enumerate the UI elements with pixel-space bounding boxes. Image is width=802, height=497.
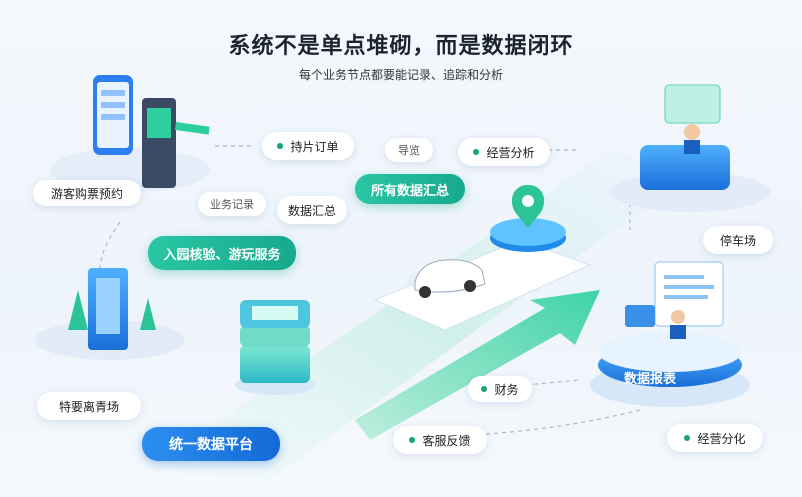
node-finance: 财务	[468, 376, 532, 402]
node-label: 数据报表	[623, 371, 676, 387]
node-entry-service: 入园核验、游玩服务	[148, 236, 296, 270]
flow-arrow-icon	[355, 290, 600, 440]
node-label: 数据汇总	[287, 203, 336, 218]
node-unified-platform: 统一数据平台	[142, 427, 280, 461]
node-label: 统一数据平台	[169, 437, 253, 453]
node-label: 导览	[398, 144, 420, 157]
node-label: 游客购票预约	[50, 186, 123, 201]
status-dot	[409, 437, 416, 443]
node-tourist-booking: 游客购票预约	[33, 180, 141, 206]
node-label: 入园核验、游玩服务	[163, 247, 281, 263]
server-stack-illustration	[235, 300, 315, 395]
node-label: 经营分析	[486, 145, 535, 160]
car-platform-illustration	[373, 185, 592, 331]
service-desk-illustration	[610, 84, 770, 212]
node-business-record: 业务记录	[198, 192, 266, 216]
node-label: 业务记录	[210, 198, 254, 211]
node-customer-feedback: 客服反馈	[393, 426, 487, 454]
node-parking: 停车场	[703, 226, 773, 254]
page-subtitle: 每个业务节点都要能记录、追踪和分析	[298, 68, 503, 82]
status-dot	[481, 386, 488, 392]
data-report-illustration	[590, 261, 750, 407]
node-data-summary: 数据汇总	[277, 196, 347, 224]
status-dot	[684, 435, 691, 441]
node-label: 所有数据汇总	[370, 183, 449, 199]
phone-gate-illustration	[50, 75, 210, 192]
node-label: 客服反馈	[422, 433, 471, 448]
node-data-report: 数据报表	[612, 366, 688, 388]
node-label: 持⽚订单	[290, 139, 339, 154]
node-label: 经营分化	[697, 431, 746, 446]
entry-gate-illustration	[35, 268, 185, 360]
node-label: 特要离青场	[58, 399, 119, 414]
node-label: 财务	[494, 382, 519, 397]
node-business-analysis-bottom: 经营分化	[667, 424, 763, 452]
node-ticket-order: 持⽚订单	[262, 132, 354, 160]
node-label: 停车场	[719, 233, 756, 248]
status-dot	[473, 149, 480, 155]
status-dot	[277, 143, 284, 149]
node-business-analysis-top: 经营分析	[458, 138, 550, 166]
node-guide: 导览	[385, 138, 433, 162]
page-title: 系统不是单点堆砌，而是数据闭环	[228, 34, 574, 59]
node-special-venue: 特要离青场	[37, 392, 141, 420]
node-all-data-summary: 所有数据汇总	[355, 174, 465, 204]
